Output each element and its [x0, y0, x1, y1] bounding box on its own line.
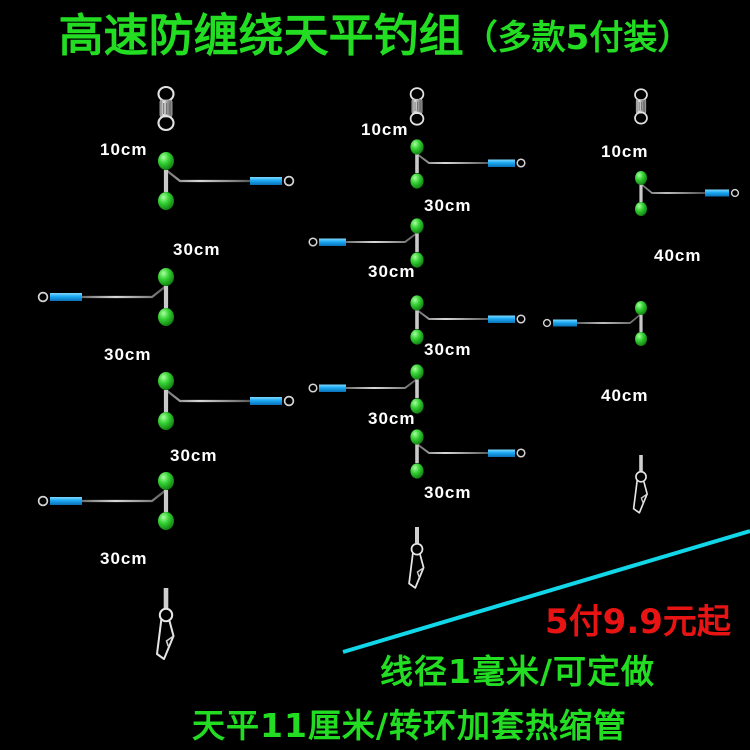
rig-middle-arm-2: [308, 218, 424, 268]
rig-left: [37, 85, 295, 660]
dim-label: 10cm: [361, 120, 409, 139]
rig-middle: [308, 87, 526, 589]
bead: [158, 308, 174, 326]
bead: [158, 152, 174, 170]
bead: [410, 252, 424, 268]
bead: [158, 412, 174, 430]
hook-sleeve: [488, 315, 515, 323]
bead: [158, 192, 174, 210]
bead: [635, 171, 647, 185]
spec-line-2: 天平11厘米/转环加套热缩管: [192, 706, 627, 745]
dim-label: 30cm: [424, 340, 472, 359]
dim-label: 30cm: [173, 240, 221, 259]
rig-right-arm-2: [542, 301, 647, 346]
dim-label: 30cm: [170, 446, 218, 465]
rig-left-arm-2: [37, 268, 174, 326]
dim-label: 10cm: [601, 142, 649, 161]
rig-right-swivel: [634, 88, 648, 125]
headline-suffix: （多款5付装）: [463, 18, 692, 58]
headline-main: 高速防缠绕天平钓组: [58, 9, 464, 62]
price-tag: 5付9.9元起: [545, 602, 731, 642]
hook-sleeve: [319, 238, 346, 246]
hook-sleeve: [250, 177, 282, 185]
dim-label: 30cm: [100, 549, 148, 568]
bead: [635, 202, 647, 216]
rig-left-snap-clip: [156, 607, 175, 660]
dim-label: 30cm: [368, 262, 416, 281]
hook-sleeve: [553, 319, 577, 327]
bead: [410, 295, 424, 311]
hook-sleeve: [250, 397, 282, 405]
rig-right: [542, 88, 740, 514]
rig-left-arm-1: [158, 152, 295, 210]
dim-label: 30cm: [368, 409, 416, 428]
bead: [410, 429, 424, 445]
accent-diagonal-line: [342, 529, 750, 654]
page-title: 高速防缠绕天平钓组（多款5付装）: [0, 8, 750, 66]
bead: [158, 372, 174, 390]
dim-label: 40cm: [654, 246, 702, 265]
spec-line-1: 线径1毫米/可定做: [380, 652, 656, 691]
bead: [410, 139, 424, 155]
bead: [158, 268, 174, 286]
bead: [158, 512, 174, 530]
bead: [410, 463, 424, 479]
bead: [410, 173, 424, 189]
dim-label: 30cm: [424, 483, 472, 502]
rig-right-arm-1: [635, 171, 740, 216]
rig-middle-arm-3: [410, 295, 526, 345]
bead: [635, 332, 647, 346]
rig-right-snap-clip: [632, 470, 648, 514]
hook-sleeve: [50, 293, 82, 301]
dim-label: 10cm: [100, 140, 148, 159]
bead: [410, 364, 424, 380]
rig-middle-arm-4: [308, 364, 424, 414]
rig-left-arm-3: [158, 372, 295, 430]
bead: [410, 329, 424, 345]
rig-middle-snap-clip: [408, 542, 425, 589]
dim-label: 40cm: [601, 386, 649, 405]
rig-middle-arm-5: [410, 429, 526, 479]
rig-middle-arm-1: [410, 139, 526, 189]
hook-sleeve: [319, 384, 346, 392]
bead: [635, 301, 647, 315]
hook-sleeve: [488, 449, 515, 457]
bead: [410, 218, 424, 234]
bead: [410, 398, 424, 414]
rig-middle-swivel: [409, 87, 425, 126]
bead: [158, 472, 174, 490]
dim-label: 30cm: [424, 196, 472, 215]
rig-left-arm-4: [37, 472, 174, 530]
hook-sleeve: [705, 189, 729, 197]
hook-sleeve: [488, 159, 515, 167]
hook-sleeve: [50, 497, 82, 505]
dim-label: 30cm: [104, 345, 152, 364]
